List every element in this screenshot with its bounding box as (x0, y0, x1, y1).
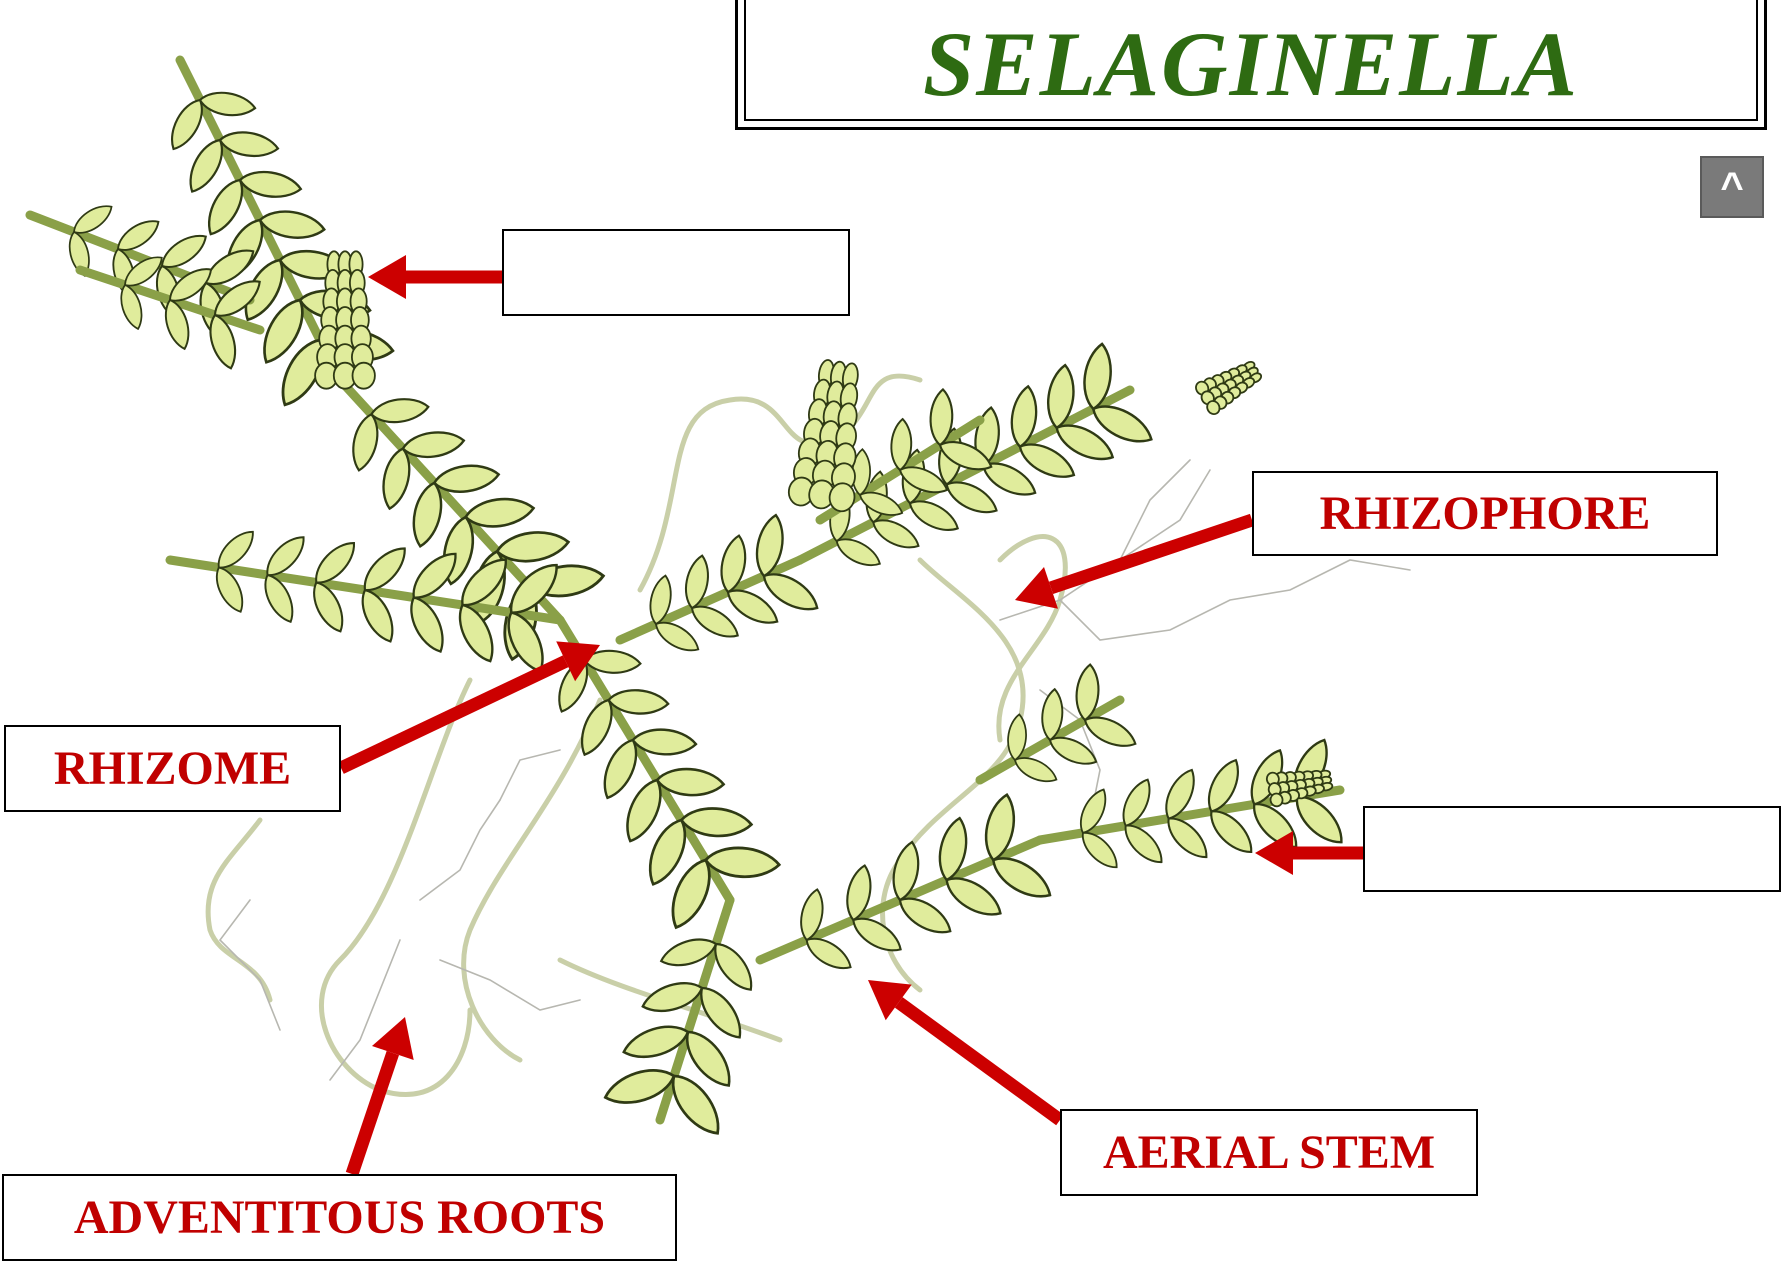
label-adventitious-roots-text: ADVENTITOUS ROOTS (74, 1190, 605, 1245)
label-box-aerial-stem: AERIAL STEM (1060, 1109, 1478, 1196)
scroll-up-button[interactable]: ^ (1700, 156, 1764, 218)
sporophyll (353, 363, 375, 389)
rhizome-runner (883, 560, 1024, 990)
label-box-adventitious-roots: ADVENTITOUS ROOTS (2, 1174, 677, 1261)
leaf (69, 199, 116, 239)
arrow-shaft (1051, 520, 1252, 588)
label-rhizophore-text: RHIZOPHORE (1320, 486, 1651, 541)
aerial-shoot (980, 664, 1140, 788)
aerial-shoot (760, 792, 1057, 976)
up-caret-icon: ^ (1720, 165, 1743, 210)
page-title: SELAGINELLA (923, 11, 1579, 117)
arrow-shaft (341, 661, 566, 768)
arrow-shaft (352, 1053, 393, 1174)
adventitious-root (420, 800, 500, 900)
arrow-head (368, 255, 406, 299)
leaf (113, 214, 164, 257)
leaf (707, 937, 760, 996)
adventitious-root (440, 960, 580, 1010)
label-rhizome-text: RHIZOME (54, 741, 291, 796)
label-box-rhizome: RHIZOME (4, 725, 341, 812)
strobilus-cone (1194, 354, 1267, 417)
pointer-arrow (368, 255, 502, 299)
label-box-rhizophore: RHIZOPHORE (1252, 471, 1718, 556)
title-frame: SELAGINELLA (735, 0, 1767, 130)
plant-shoots (30, 60, 1350, 1142)
aerial-shoot (601, 900, 759, 1142)
leaf (156, 228, 211, 274)
rhizome-runner (208, 820, 270, 1000)
title-inner-frame: SELAGINELLA (744, 0, 1758, 121)
aerial-shoot (552, 620, 780, 933)
label-box-leaf-blank (1363, 806, 1781, 892)
arrow-shaft (899, 1002, 1060, 1120)
aerial-shoot (620, 513, 823, 658)
label-box-strobilus-blank (502, 229, 850, 316)
adventitious-root (220, 900, 280, 1030)
pointer-arrow (868, 980, 1060, 1120)
label-aerial-stem-text: AERIAL STEM (1103, 1125, 1435, 1180)
